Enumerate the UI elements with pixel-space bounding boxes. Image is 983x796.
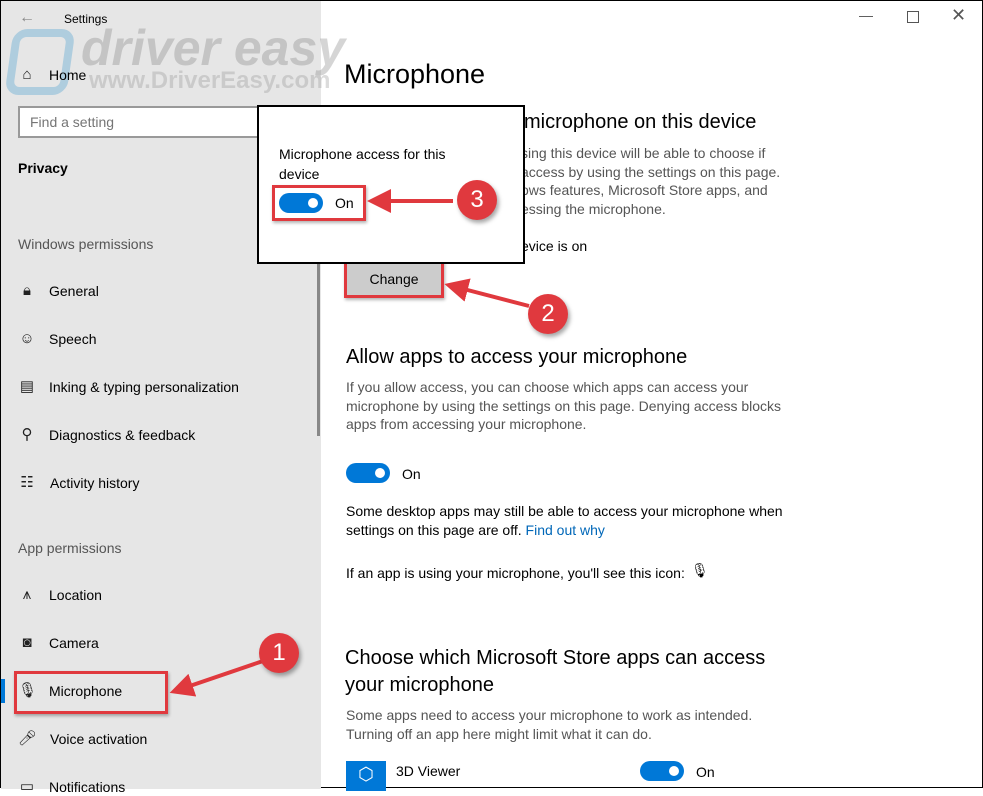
- window-title: Settings: [64, 12, 108, 26]
- sidebar-item-speech[interactable]: Speech: [49, 331, 97, 347]
- annotation-box-1: [14, 671, 168, 714]
- windows-permissions-heading: Windows permissions: [18, 236, 154, 252]
- device-access-toggle[interactable]: [279, 193, 323, 213]
- sidebar-item-voice-activation[interactable]: Voice activation: [50, 731, 148, 747]
- annotation-badge-1: 1: [259, 633, 299, 673]
- maximize-button[interactable]: [907, 11, 919, 23]
- sidebar-item-activity[interactable]: Activity history: [50, 475, 140, 491]
- app-toggle-label: On: [696, 764, 715, 780]
- app-toggle[interactable]: [640, 761, 684, 781]
- sidebar-item-general[interactable]: General: [49, 283, 99, 299]
- arrow-1: [169, 659, 264, 697]
- sidebar-item-camera[interactable]: Camera: [49, 635, 99, 651]
- app-name: 3D Viewer: [396, 763, 461, 779]
- inking-icon: ▤: [19, 378, 35, 395]
- app-permissions-heading: App permissions: [18, 540, 122, 556]
- annotation-box-3: [272, 185, 366, 221]
- page-title: Microphone: [344, 59, 486, 89]
- icon-note: If an app is using your microphone, you'…: [346, 565, 685, 581]
- microphone-icon: 🎙︎: [691, 562, 709, 578]
- annotation-badge-2: 2: [528, 294, 568, 334]
- find-out-why-link[interactable]: Find out why: [525, 521, 605, 538]
- device-description: sing this device will be able to choose …: [521, 145, 781, 217]
- voice-icon: 🎤︎: [18, 730, 38, 747]
- change-button[interactable]: Change: [347, 263, 441, 295]
- microphone-icon: 🎙︎: [18, 682, 38, 699]
- allow-heading: Allow apps to access your microphone: [346, 346, 688, 368]
- allow-description: If you allow access, you can choose whic…: [346, 379, 782, 432]
- desktop-note: Some desktop apps may still be able to a…: [346, 503, 783, 538]
- back-arrow-icon[interactable]: ←: [19, 9, 35, 26]
- 3d-viewer-icon: ⬡: [346, 761, 386, 791]
- sidebar-home[interactable]: Home: [49, 67, 87, 83]
- diagnostics-icon: ⚲: [21, 426, 33, 443]
- arrow-2: [444, 278, 530, 308]
- sidebar-scrollbar[interactable]: [317, 106, 320, 436]
- section-title: Privacy: [18, 160, 68, 176]
- selected-indicator: [1, 679, 5, 703]
- close-button[interactable]: ✕: [951, 5, 967, 25]
- search-input[interactable]: [18, 106, 268, 138]
- home-icon: ⌂: [22, 66, 32, 83]
- lock-icon: 🔒︎: [23, 282, 31, 299]
- sidebar-item-diagnostics[interactable]: Diagnostics & feedback: [49, 427, 196, 443]
- device-heading: microphone on this device: [524, 111, 757, 133]
- sidebar-item-location[interactable]: Location: [49, 587, 102, 603]
- annotation-badge-3: 3: [457, 180, 497, 220]
- popup-label: Microphone access for this device: [279, 146, 446, 182]
- store-heading: Choose which Microsoft Store apps can ac…: [345, 647, 766, 696]
- popup-toggle-label: On: [335, 195, 354, 211]
- camera-icon: ◙: [22, 634, 32, 651]
- allow-toggle-label: On: [402, 466, 421, 482]
- sidebar-item-microphone[interactable]: Microphone: [49, 683, 123, 699]
- device-status: evice is on: [521, 238, 588, 254]
- sidebar-item-inking[interactable]: Inking & typing personalization: [49, 379, 239, 395]
- allow-apps-toggle[interactable]: [346, 463, 390, 483]
- location-icon: ⩚: [22, 586, 32, 603]
- activity-icon: ☷: [20, 474, 34, 491]
- speech-icon: ☺: [19, 330, 35, 347]
- store-description: Some apps need to access your microphone…: [346, 707, 753, 742]
- minimize-button[interactable]: —: [859, 7, 873, 23]
